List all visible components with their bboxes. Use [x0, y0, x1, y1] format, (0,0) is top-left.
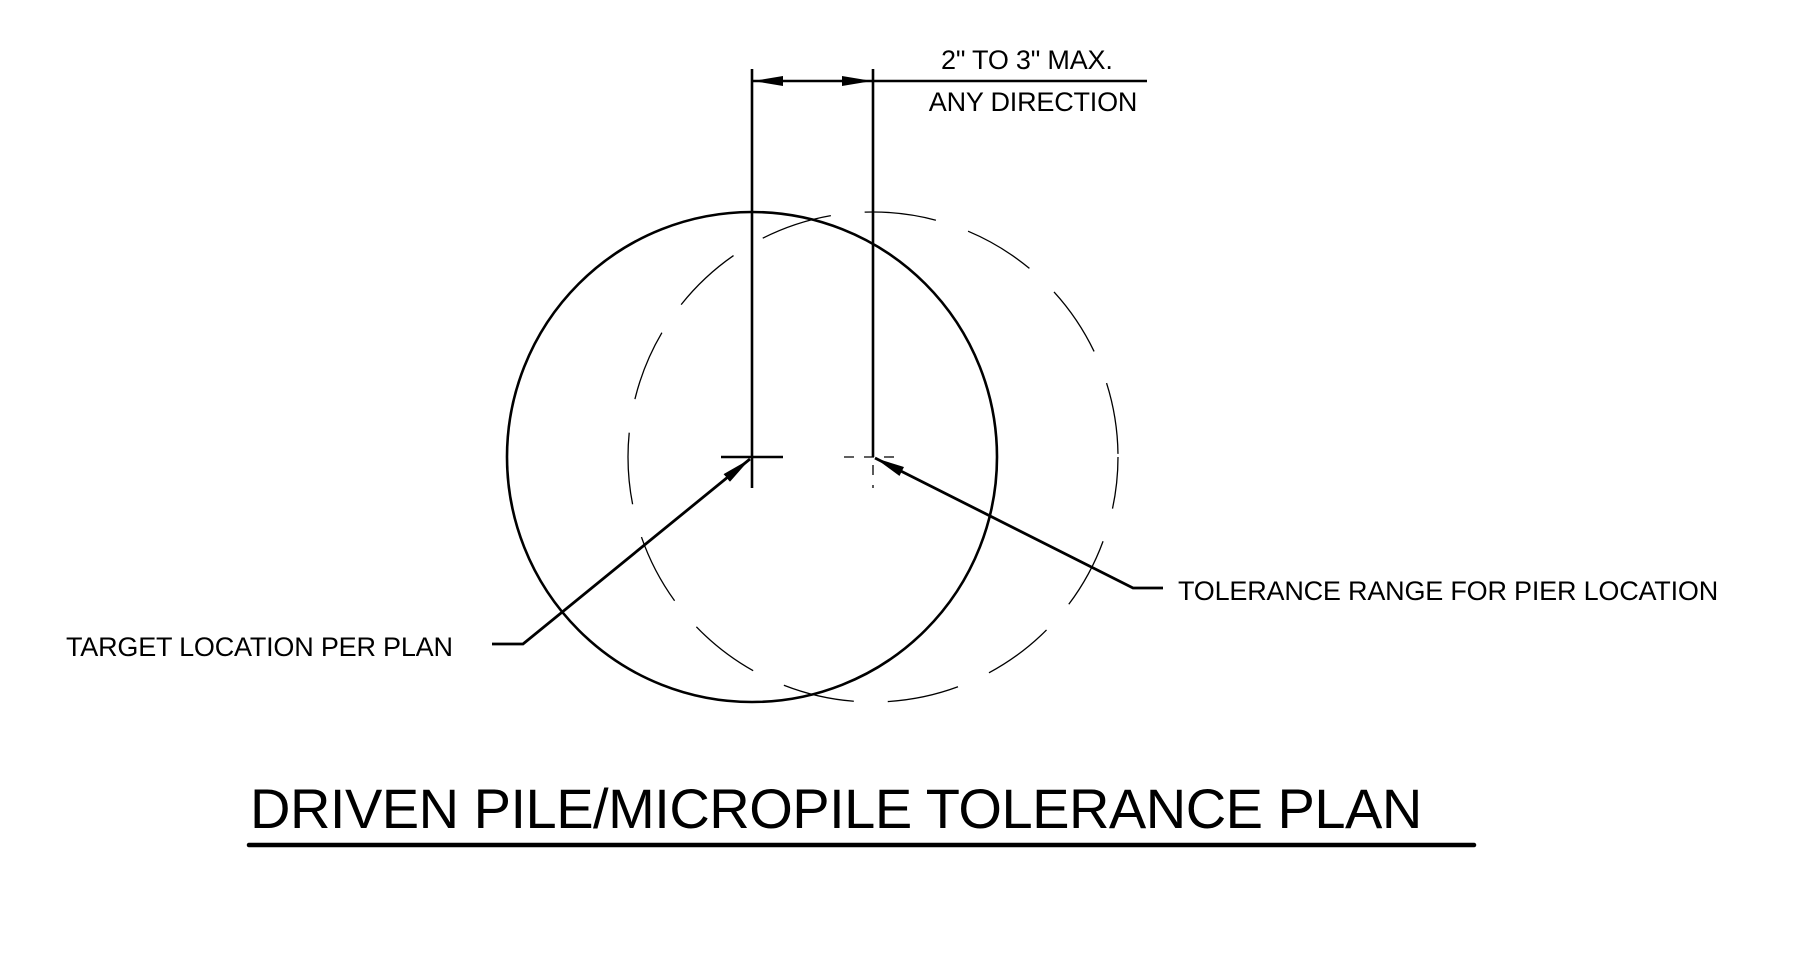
tolerance-leader-arrow — [874, 456, 1163, 590]
dimension-text-direction: ANY DIRECTION — [928, 87, 1138, 117]
drawing-title: DRIVEN PILE/MICROPILE TOLERANCE PLAN — [250, 777, 1422, 840]
target-leader-arrow — [492, 457, 751, 646]
target-centermark-icon — [721, 455, 783, 488]
tolerance-range-label: TOLERANCE RANGE FOR PIER LOCATION — [1178, 576, 1718, 606]
dimension-text-max: 2" TO 3" MAX. — [941, 45, 1113, 75]
target-location-label: TARGET LOCATION PER PLAN — [66, 632, 453, 662]
tolerance-centermark-icon — [842, 456, 904, 488]
